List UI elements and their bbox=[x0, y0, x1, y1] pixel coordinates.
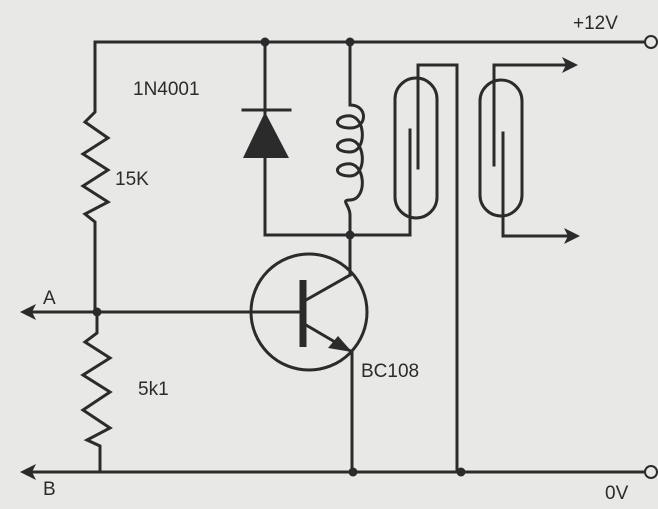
reed-switch-1 bbox=[393, 63, 459, 474]
positive-supply-label: +12V bbox=[573, 13, 618, 34]
transistor-bc108 bbox=[248, 252, 369, 474]
input-a-label: A bbox=[43, 288, 56, 309]
junction-dot bbox=[345, 230, 355, 240]
ground-label: 0V bbox=[605, 483, 629, 504]
output-arrow-icon bbox=[562, 57, 578, 73]
junction-dot bbox=[260, 37, 270, 47]
diode-1n4001 bbox=[241, 40, 292, 237]
resistor-15k bbox=[80, 40, 111, 314]
output-arrow-icon bbox=[564, 228, 580, 244]
input-a-arrow-icon bbox=[20, 304, 36, 320]
reed-switch-2 bbox=[478, 63, 570, 238]
resistor-5k1-label: 5k1 bbox=[138, 379, 169, 400]
positive-terminal bbox=[644, 35, 658, 49]
transistor-label: BC108 bbox=[361, 361, 420, 382]
input-b-arrow-icon bbox=[20, 464, 36, 480]
junction-dot bbox=[348, 467, 358, 477]
resistor-15k-label: 15K bbox=[115, 169, 149, 190]
input-b-label: B bbox=[43, 479, 56, 500]
diode-label: 1N4001 bbox=[133, 79, 200, 100]
junction-dot bbox=[92, 307, 102, 317]
relay-coil bbox=[336, 40, 365, 277]
resistor-5k1 bbox=[80, 310, 113, 474]
junction-dot bbox=[456, 467, 466, 477]
ground-terminal bbox=[644, 465, 658, 479]
